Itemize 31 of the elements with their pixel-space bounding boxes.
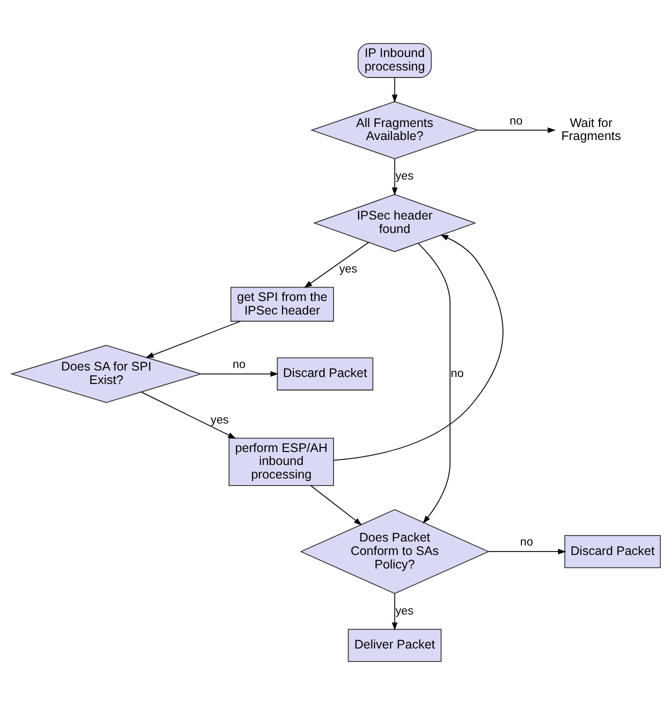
node-box: Deliver Packet (348, 628, 442, 662)
edge-label: no (450, 366, 464, 380)
edge-label: no (232, 358, 246, 372)
node-box: Discard Packet (564, 535, 661, 568)
arrow (310, 485, 362, 526)
arrow (488, 548, 566, 554)
node-box: get SPI from the IPSec header (230, 286, 334, 322)
arrow (392, 593, 398, 630)
edge-label: yes (396, 604, 414, 618)
node-diamond: Does SA for SPI Exist? (10, 344, 202, 403)
arrow (478, 127, 556, 133)
node-diamond: All Fragments Available? (310, 101, 480, 160)
node-diamond: Does Packet Conform to SAs Policy? (300, 509, 490, 594)
node-box: IP Inbound processing (358, 43, 432, 78)
arrow (146, 320, 241, 358)
arrow (418, 242, 451, 524)
node-text: Wait for Fragments (561, 116, 622, 144)
edge-label: yes (339, 262, 358, 276)
node-box: perform ESP/AH inbound processing (228, 438, 334, 486)
edge-label: yes (210, 413, 229, 426)
node-diamond: IPSec header found (313, 194, 476, 252)
node-box: Discard Packet (276, 357, 374, 390)
arrow (140, 392, 236, 439)
arrow (333, 234, 504, 461)
edge-label: no (510, 114, 523, 128)
arrow (304, 242, 370, 288)
arrow (200, 371, 279, 377)
edge-label: no (520, 536, 534, 549)
edge-label: yes (396, 170, 414, 183)
arrow (392, 158, 398, 196)
arrow (392, 77, 398, 103)
